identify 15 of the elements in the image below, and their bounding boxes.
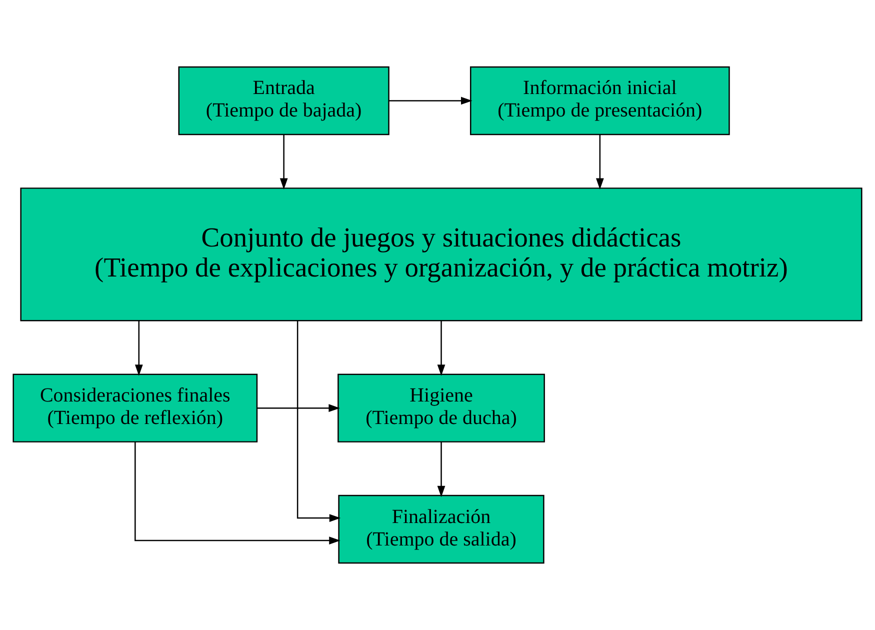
node-box: Consideraciones finales (Tiempo de reflexión) bbox=[12, 374, 258, 442]
arrow bbox=[389, 96, 472, 105]
arrow bbox=[437, 320, 446, 376]
node-box: Entrada (Tiempo de bajada) bbox=[178, 66, 390, 136]
arrow bbox=[296, 320, 341, 522]
arrow bbox=[257, 404, 340, 412]
arrow bbox=[437, 442, 446, 498]
node-box: Información inicial (Tiempo de presentación) bbox=[470, 66, 730, 136]
node-box: Finalización (Tiempo de salida) bbox=[338, 494, 544, 564]
arrow bbox=[134, 442, 340, 544]
arrow bbox=[280, 134, 288, 190]
node-box: Conjunto de juegos y situaciones didácticas (Tiempo de explicaciones y organización, y de práctica motriz) bbox=[20, 188, 862, 322]
arrow bbox=[596, 134, 604, 190]
node-box: Higiene (Tiempo de ducha) bbox=[338, 374, 545, 442]
arrow bbox=[134, 320, 143, 376]
